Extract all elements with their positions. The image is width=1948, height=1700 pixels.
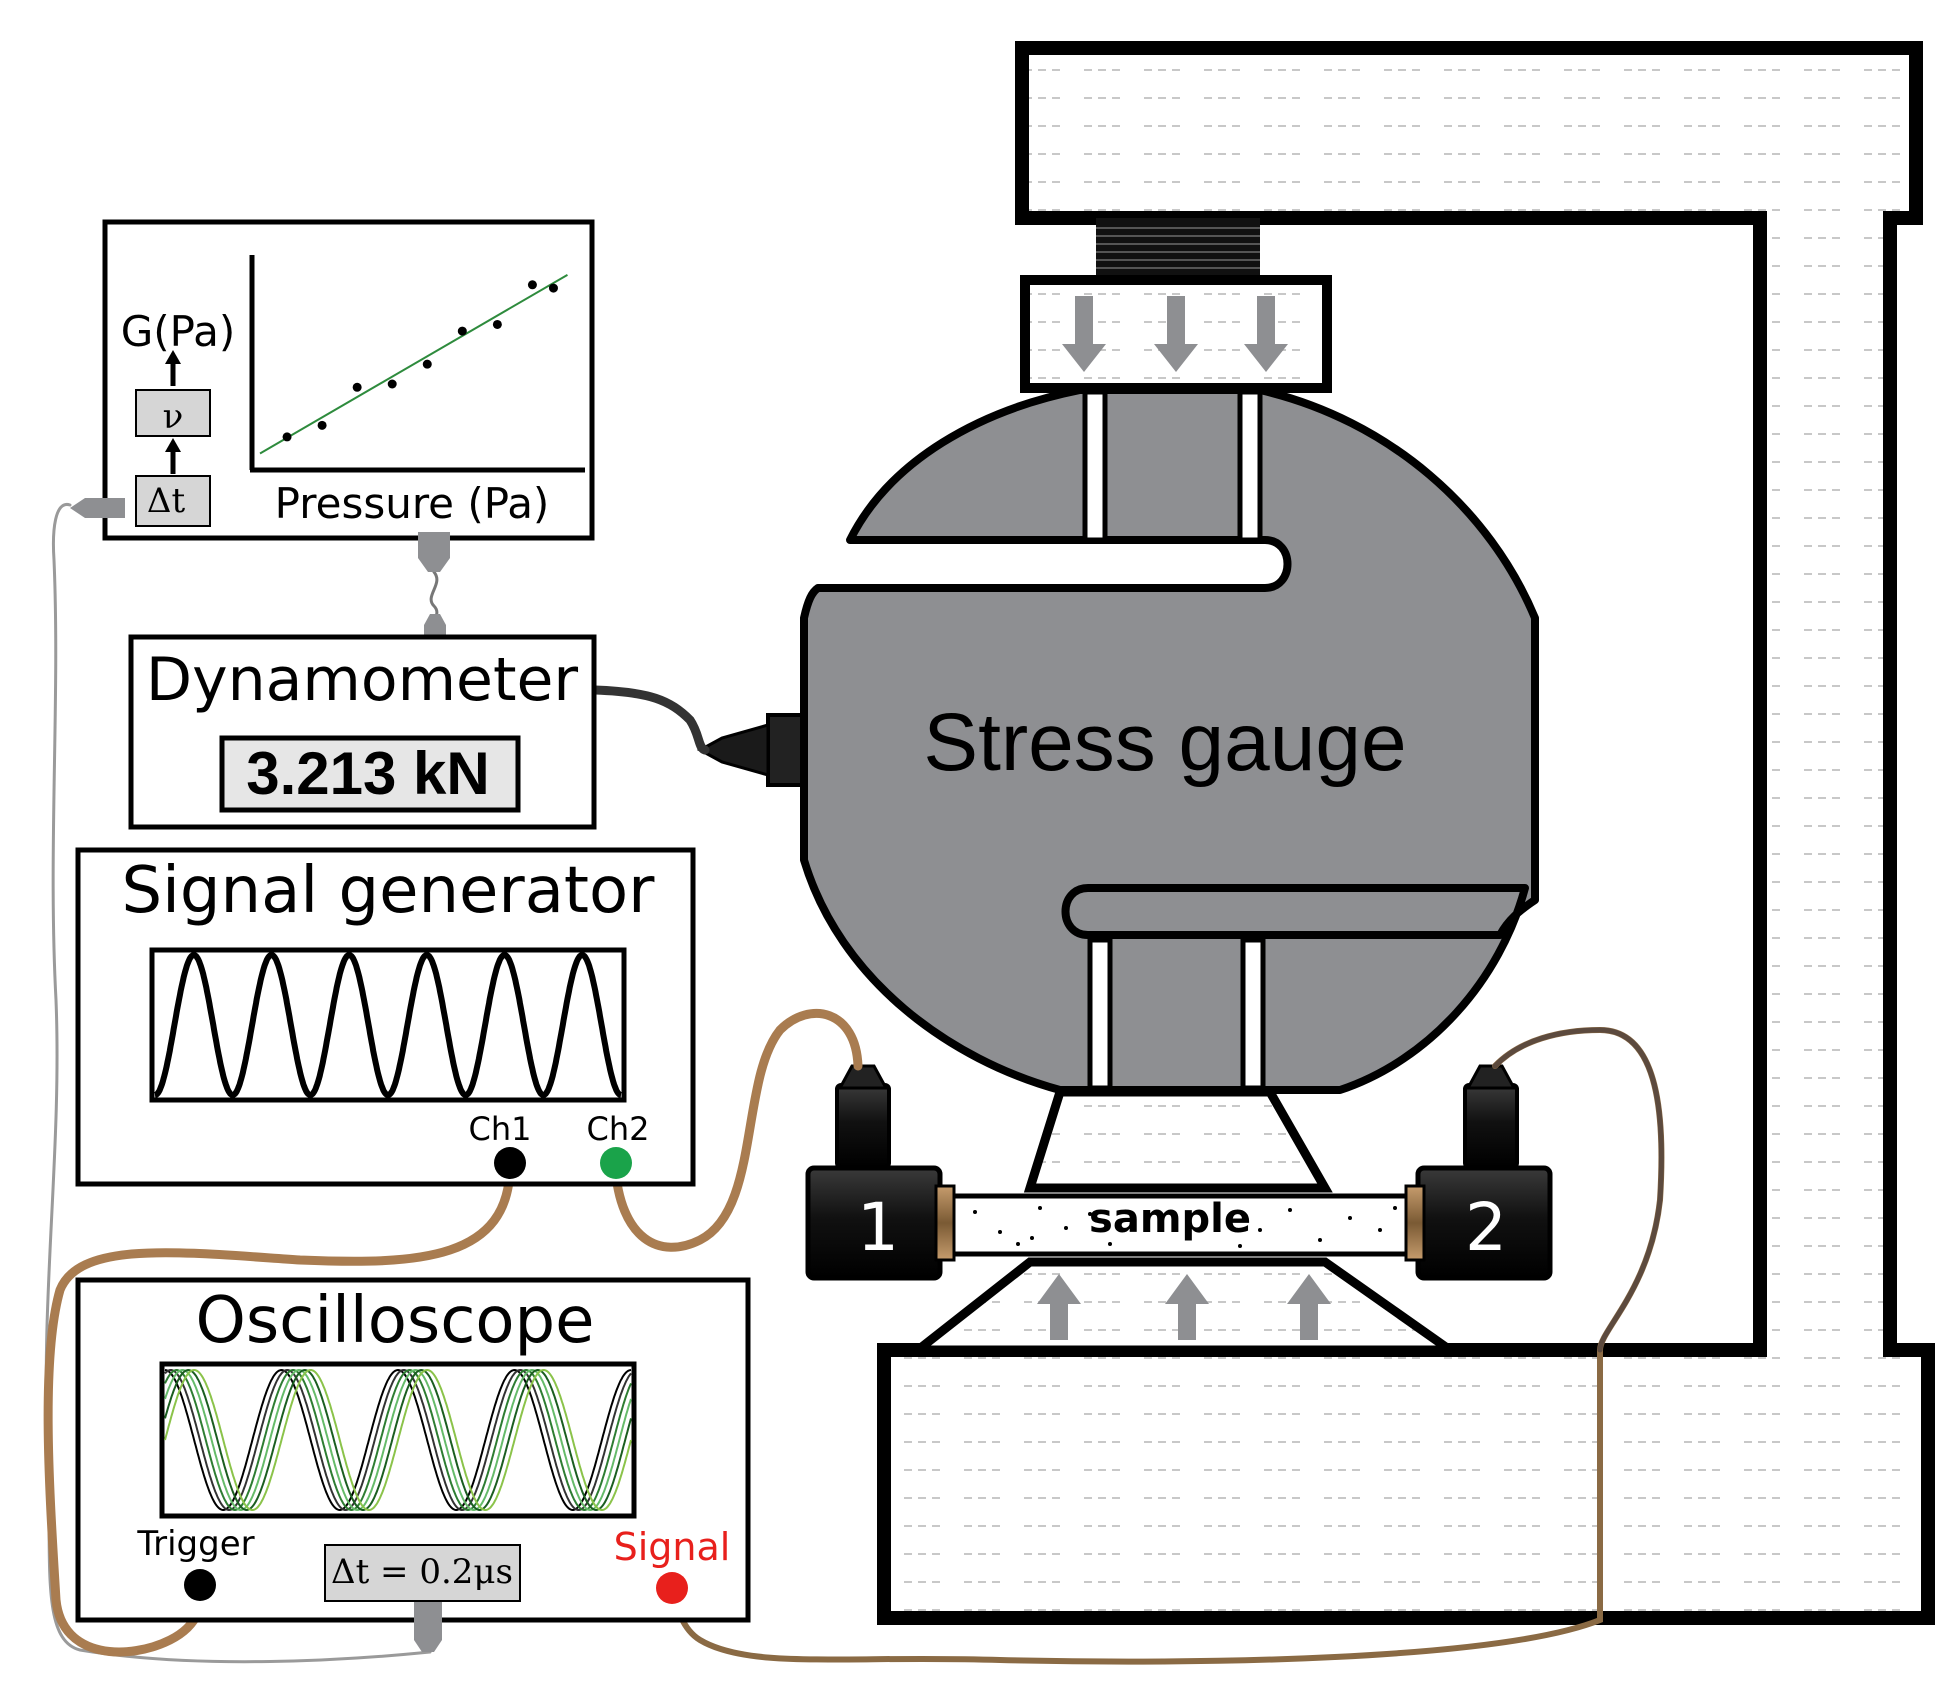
scope-waveforms (164, 1368, 632, 1512)
plot-xlabel: Pressure (Pa) (275, 479, 550, 528)
scope-trace (164, 1369, 632, 1512)
dynamometer-reading: 3.213 kN (246, 740, 490, 807)
gauge-label: Stress gauge (923, 697, 1406, 788)
scope-trace (164, 1369, 632, 1511)
trigger-label: Trigger (136, 1524, 254, 1564)
data-point (282, 432, 292, 442)
stress-gauge: Stress gauge (696, 386, 1539, 1094)
ch2-to-transducer-cable (610, 1008, 863, 1252)
dynamometer-title: Dynamometer (146, 645, 578, 715)
ch1-port[interactable] (494, 1147, 526, 1179)
data-point (422, 359, 432, 369)
ch2-label: Ch2 (587, 1110, 650, 1148)
signal-generator-title: Signal generator (122, 854, 656, 928)
dynamometer-panel: Dynamometer 3.213 kN (128, 614, 597, 830)
delta-t-display (324, 1544, 521, 1602)
scope-trace (164, 1368, 632, 1511)
trend-line (259, 273, 568, 455)
ch2-port[interactable] (600, 1147, 632, 1179)
plot-ylabel: G(Pa) (121, 307, 236, 356)
signal-label: Signal (614, 1525, 731, 1569)
signal-generator-panel: Signal generator Ch1 Ch2 (75, 847, 696, 1187)
oscilloscope-title: Oscilloscope (195, 1284, 594, 1358)
data-point (548, 283, 558, 293)
ch1-to-trigger-cable (43, 1160, 515, 1657)
load-frame (877, 41, 1935, 1625)
sample-rod: sample (950, 1193, 1416, 1257)
nu-box (135, 389, 211, 437)
scope-trace (164, 1369, 632, 1511)
nu-label: ν (163, 397, 184, 437)
top-platen (1020, 275, 1332, 393)
trigger-port[interactable] (184, 1569, 216, 1601)
transducer-1-label: 1 (857, 1189, 899, 1266)
plot-left-connector (70, 498, 125, 518)
dynamometer-display (219, 735, 521, 813)
analysis-plot-panel: G(Pa) ν Δt Pressure (Pa) (70, 219, 595, 572)
transducer-2: 2 (1404, 1064, 1553, 1281)
delta-t-label: Δt (147, 481, 186, 521)
data-point (527, 280, 537, 290)
upper-anvil (1023, 1087, 1333, 1193)
data-point (492, 319, 502, 329)
lower-anvil (904, 1257, 1465, 1355)
oscilloscope-panel: Oscilloscope Trigger Signal Δt = 0.2μs (75, 1277, 751, 1652)
data-point (317, 420, 327, 430)
transducer-2-label: 2 (1465, 1189, 1507, 1266)
generator-screen (149, 947, 627, 1103)
delta-t-box (135, 475, 211, 527)
scope-bottom-connector (414, 1602, 442, 1652)
transducer-1: 1 (805, 1064, 956, 1281)
plot-bottom-connector (418, 532, 450, 572)
sample-label: sample (1089, 1196, 1251, 1242)
signal-port[interactable] (656, 1572, 688, 1604)
data-point (387, 379, 397, 389)
scatter-chart (249, 255, 585, 473)
dynamometer-cable (590, 685, 710, 755)
plot-to-scope-cable (44, 503, 432, 1664)
press-screw (1096, 218, 1260, 280)
ch1-label: Ch1 (469, 1110, 532, 1148)
delta-t-value: Δt = 0.2μs (331, 1552, 513, 1592)
generator-sine-wave (154, 951, 622, 1099)
data-point (457, 326, 467, 336)
data-point (352, 382, 362, 392)
scope-trace (164, 1368, 632, 1511)
